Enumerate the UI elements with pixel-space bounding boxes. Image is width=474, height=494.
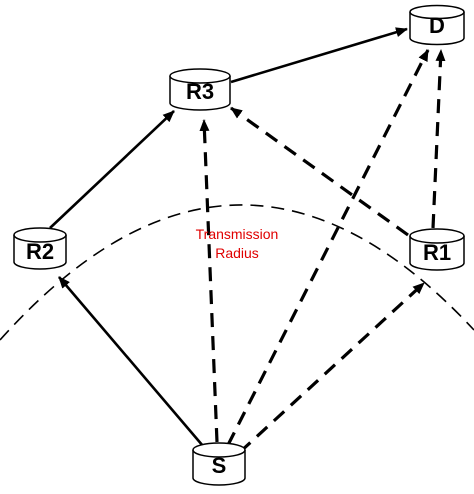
link-r1-to-d xyxy=(431,49,446,229)
node-d-label: D xyxy=(429,13,445,38)
node-r3: R3 xyxy=(169,68,231,111)
link-r2-to-r3 xyxy=(49,110,175,229)
node-s-label: S xyxy=(212,453,227,478)
node-d: D xyxy=(409,4,465,46)
link-s-to-r3 xyxy=(199,119,219,443)
transmission-radius-arc xyxy=(0,204,474,341)
node-s: S xyxy=(192,442,246,486)
link-s-to-d xyxy=(226,49,430,446)
link-s-to-r2 xyxy=(58,276,204,447)
link-r1-to-r3 xyxy=(230,106,409,237)
links-group xyxy=(49,27,446,454)
link-s-to-r1 xyxy=(238,281,426,454)
node-r3-label: R3 xyxy=(186,79,214,104)
node-r2-label: R2 xyxy=(26,239,54,264)
node-r2: R2 xyxy=(13,227,67,270)
node-r1: R1 xyxy=(409,228,465,271)
node-r1-label: R1 xyxy=(423,240,451,265)
link-r3-to-d xyxy=(230,27,408,84)
transmission-radius-label-line1: Transmission xyxy=(196,226,279,242)
transmission-radius-label-line2: Radius xyxy=(215,245,259,261)
